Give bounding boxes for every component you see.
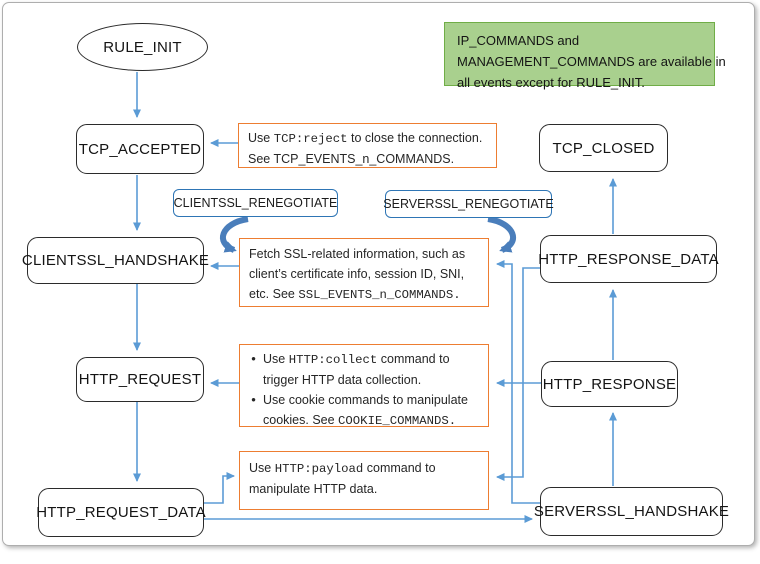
node-label: HTTP_RESPONSE: [542, 375, 677, 393]
note-line: MANAGEMENT_COMMANDS are available in: [457, 54, 726, 69]
note-tcp-reject: Use TCP:reject to close the connection. …: [238, 123, 497, 168]
note-line: See TCP_EVENTS_n_COMMANDS.: [248, 152, 455, 166]
note-line: manipulate HTTP data.: [249, 482, 378, 496]
note-line: etc. See SSL_EVENTS_n_COMMANDS.: [249, 287, 461, 302]
node-tcp-accepted: TCP_ACCEPTED: [76, 124, 204, 174]
node-label: HTTP_RESPONSE_DATA: [538, 250, 719, 268]
node-rule-init: RULE_INIT: [77, 23, 208, 71]
event-serverssl-renegotiate: SERVERSSL_RENEGOTIATE: [383, 190, 554, 218]
bullet-icon: [244, 390, 263, 431]
node-http-response-data: HTTP_RESPONSE_DATA: [538, 235, 719, 283]
note-line: Use HTTP:payload command to: [249, 461, 436, 476]
node-http-request: HTTP_REQUEST: [76, 357, 204, 402]
node-label: HTTP_REQUEST: [78, 371, 202, 388]
note-line: all events except for RULE_INIT.: [457, 75, 645, 90]
event-label: SERVERSSL_RENEGOTIATE: [383, 197, 554, 211]
note-line: client’s certificate info, session ID, S…: [249, 267, 465, 281]
note-ssl-info: Fetch SSL-related information, such as c…: [239, 238, 489, 307]
event-clientssl-renegotiate: CLIENTSSL_RENEGOTIATE: [173, 189, 338, 217]
bullet-item: Use cookie commands to manipulate cookie…: [244, 390, 480, 431]
node-http-request-data: HTTP_REQUEST_DATA: [36, 488, 206, 537]
event-label: CLIENTSSL_RENEGOTIATE: [173, 196, 338, 210]
node-clientssl-handshake: CLIENTSSL_HANDSHAKE: [22, 237, 209, 284]
note-line: IP_COMMANDS and: [457, 33, 580, 48]
note-line: cookies. See COOKIE_COMMANDS.: [263, 413, 457, 428]
note-line: Use TCP:reject to close the connection.: [248, 131, 483, 146]
node-label: CLIENTSSL_HANDSHAKE: [21, 252, 210, 269]
note-line: Use cookie commands to manipulate: [263, 393, 468, 407]
node-tcp-closed: TCP_CLOSED: [539, 124, 668, 172]
note-ip-commands: IP_COMMANDS and MANAGEMENT_COMMANDS are …: [444, 22, 726, 90]
node-serverssl-handshake: SERVERSSL_HANDSHAKE: [534, 487, 729, 536]
note-line: Fetch SSL-related information, such as: [249, 247, 466, 261]
note-http-collect: Use HTTP:collect command to trigger HTTP…: [239, 344, 489, 428]
note-line: trigger HTTP data collection.: [263, 373, 422, 387]
node-label: SERVERSSL_HANDSHAKE: [533, 503, 730, 520]
node-http-response: HTTP_RESPONSE: [541, 361, 678, 407]
note-http-payload: Use HTTP:payload command to manipulate H…: [239, 451, 489, 510]
bullet-item: Use HTTP:collect command to trigger HTTP…: [244, 349, 480, 390]
bullet-icon: [244, 349, 263, 390]
node-label: HTTP_REQUEST_DATA: [36, 504, 206, 521]
node-label: RULE_INIT: [103, 38, 182, 56]
node-label: TCP_ACCEPTED: [78, 140, 202, 158]
note-line: Use HTTP:collect command to: [263, 352, 450, 367]
node-label: TCP_CLOSED: [552, 139, 655, 157]
